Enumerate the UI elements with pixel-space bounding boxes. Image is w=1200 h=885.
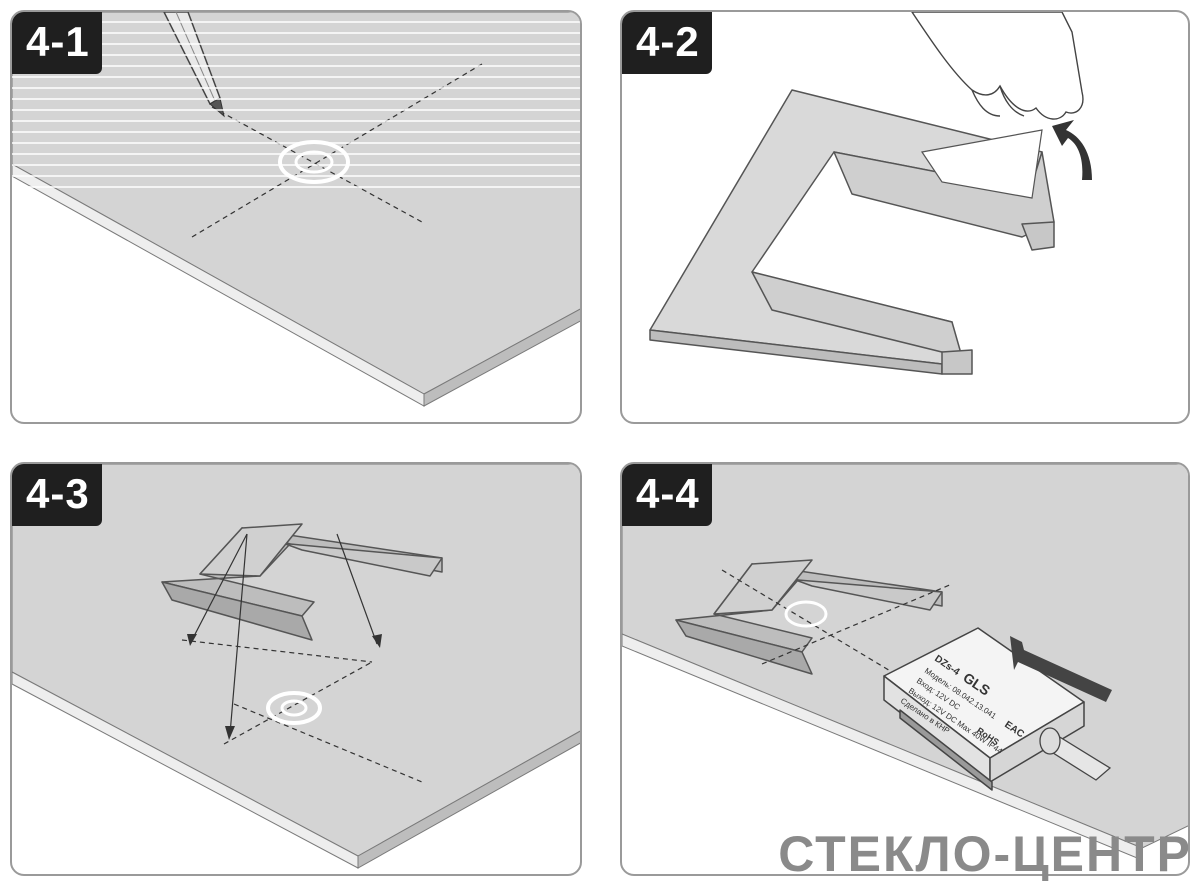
step-label: 4-1 [12,12,102,74]
step-panel-4-4: GLS DZs-4 Модель: 08.042.13.041 Вход: 12… [620,462,1190,876]
arrow-head [225,726,235,740]
adhesive-holder-illustration [649,12,1092,375]
peeled-liner [920,129,1043,199]
target-mark [784,600,828,628]
holder-frame [161,523,443,641]
sensor-device [883,627,1085,791]
glass-edge-right [357,730,580,869]
device-insertion-illustration: GLS DZs-4 Модель: 08.042.13.041 Вход: 12… [622,464,1188,861]
holder-frame [675,559,943,675]
curved-arrow-icon [1052,120,1092,180]
step-label: 4-3 [12,464,102,526]
glass-edge [622,633,1143,861]
footer-brand: СТЕКЛО-ЦЕНТР [778,826,1192,882]
step-label: 4-2 [622,12,712,74]
target-mark-inner [280,699,308,717]
device-cable [1039,727,1112,781]
holder-frame [649,89,1055,375]
step-panel-4-1: 4-1 [10,10,582,424]
alignment-lines [721,569,953,673]
glass-edge-right [423,308,580,407]
step-panel-4-3: 4-3 [10,462,582,876]
arrow-head [187,634,197,646]
step-panel-4-2: 4-2 [620,10,1190,424]
arrow-head [372,634,382,648]
holder-placement-illustration [12,464,580,869]
step-label: 4-4 [622,464,712,526]
target-mark [266,691,322,725]
hand-icon [911,12,1084,120]
alignment-lines [181,533,423,783]
direction-arrow-icon [1010,636,1112,702]
